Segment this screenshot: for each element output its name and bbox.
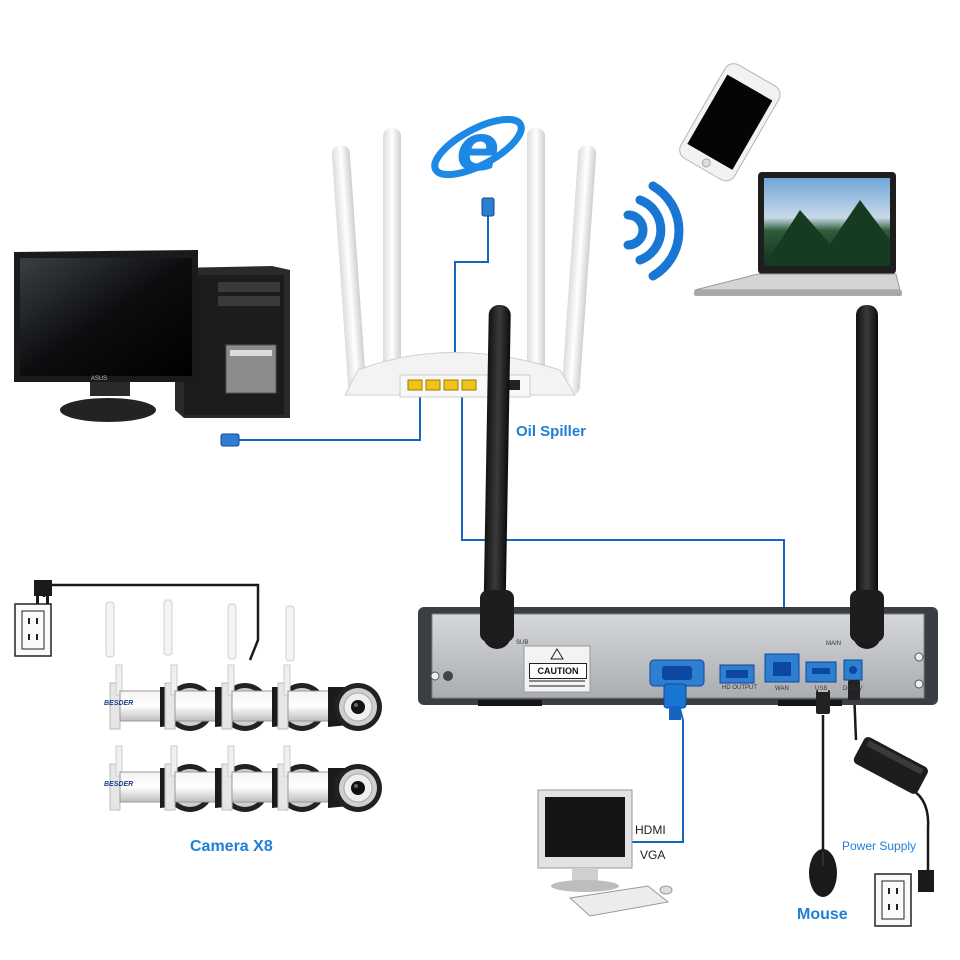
pc-brand-label: ASUS	[91, 376, 107, 382]
camera-brand-1: BESDER	[104, 700, 134, 707]
camera-8	[277, 745, 383, 813]
wifi-router	[331, 128, 597, 398]
dc-plug	[848, 680, 860, 700]
port-label-hd-output: HD OUTPUT	[722, 685, 757, 691]
desktop-computer	[14, 250, 290, 422]
wall-outlet-nvr	[874, 870, 934, 927]
cable-router-to-nvr	[461, 395, 785, 635]
power-adapter-cable	[911, 788, 930, 880]
camera-4	[277, 664, 383, 732]
port-label-wan: WAN	[775, 686, 789, 692]
usb-plug	[816, 684, 830, 714]
vga-label: VGA	[640, 848, 666, 862]
cable-router-to-internet	[454, 212, 489, 360]
nvr-antennas	[480, 305, 884, 642]
wifi-signal-icon	[623, 181, 684, 281]
camera-group	[105, 599, 383, 813]
internet-explorer-icon: e	[431, 112, 525, 186]
port-label-dc: DC12V	[843, 686, 863, 692]
port-label-usb: USB	[815, 686, 828, 692]
camera-brand-2: BESDER	[104, 781, 134, 788]
router-label: Oil Spiller	[516, 423, 587, 440]
lcd-monitor	[537, 789, 673, 917]
network-cables	[236, 212, 785, 843]
laptop	[694, 172, 902, 296]
cable-router-to-pc	[236, 395, 421, 441]
power-adapter	[853, 737, 928, 794]
camera-power-cable	[42, 583, 260, 661]
cameras-label: Camera X8	[190, 838, 273, 855]
svg-text:e: e	[456, 112, 499, 186]
port-label-sub: SUB	[516, 640, 529, 646]
camera-antennas	[105, 599, 295, 662]
mouse-label: Mouse	[797, 906, 848, 923]
wall-outlet-cameras	[14, 580, 52, 657]
vga-plug	[663, 683, 687, 720]
hdmi-label: HDMI	[635, 823, 666, 837]
caution-sticker: CAUTION	[529, 663, 587, 679]
port-label-main: MAIN	[826, 641, 841, 647]
power-supply-label: Power Supply	[842, 839, 917, 853]
mouse-device	[809, 849, 837, 897]
smartphone	[679, 63, 781, 182]
